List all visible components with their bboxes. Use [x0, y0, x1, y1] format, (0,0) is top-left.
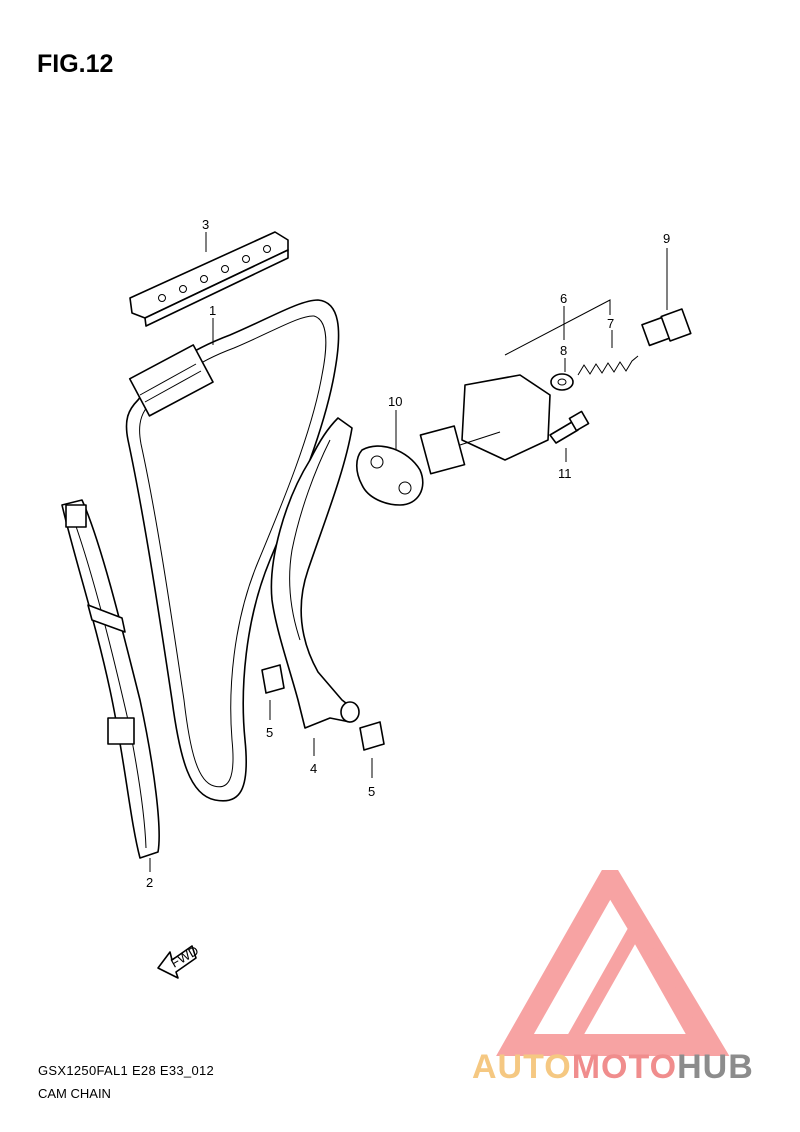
part-5-damper-b[interactable]	[359, 721, 385, 751]
watermark-text: AUTOMOTOHUB	[472, 1048, 754, 1086]
figure-title: FIG.12	[37, 50, 114, 78]
callout-9: 9	[663, 231, 670, 246]
forward-arrow-icon: FWD	[157, 943, 201, 979]
callout-4: 4	[310, 761, 317, 776]
diagram-name: CAM CHAIN	[38, 1086, 111, 1101]
callout-8: 8	[560, 343, 567, 358]
part-7-spring[interactable]	[577, 355, 639, 376]
part-10-gasket[interactable]	[355, 445, 424, 506]
callout-5b: 5	[368, 784, 375, 799]
part-6-tensioner-body[interactable]	[419, 374, 551, 475]
callout-11: 11	[558, 466, 572, 481]
callout-5a: 5	[266, 725, 273, 740]
callout-6: 6	[560, 291, 567, 306]
part-3-guide-plate[interactable]	[129, 231, 289, 327]
callout-7: 7	[607, 316, 614, 331]
callout-1: 1	[209, 303, 216, 318]
part-5-damper-a[interactable]	[261, 664, 285, 694]
callout-3: 3	[202, 217, 209, 232]
automotohub-logo	[496, 870, 730, 1056]
part-2-chain-guide[interactable]	[61, 499, 160, 859]
callout-2: 2	[146, 875, 153, 890]
part-11-bolt[interactable]	[549, 410, 590, 444]
model-code: GSX1250FAL1 E28 E33_012	[38, 1063, 215, 1078]
callout-10: 10	[388, 394, 402, 409]
part-8-washer[interactable]	[550, 373, 574, 391]
part-4-tensioner-arm[interactable]	[270, 417, 360, 729]
part-1-cam-chain[interactable]	[125, 299, 340, 802]
part-9-cap-bolt[interactable]	[641, 308, 692, 347]
